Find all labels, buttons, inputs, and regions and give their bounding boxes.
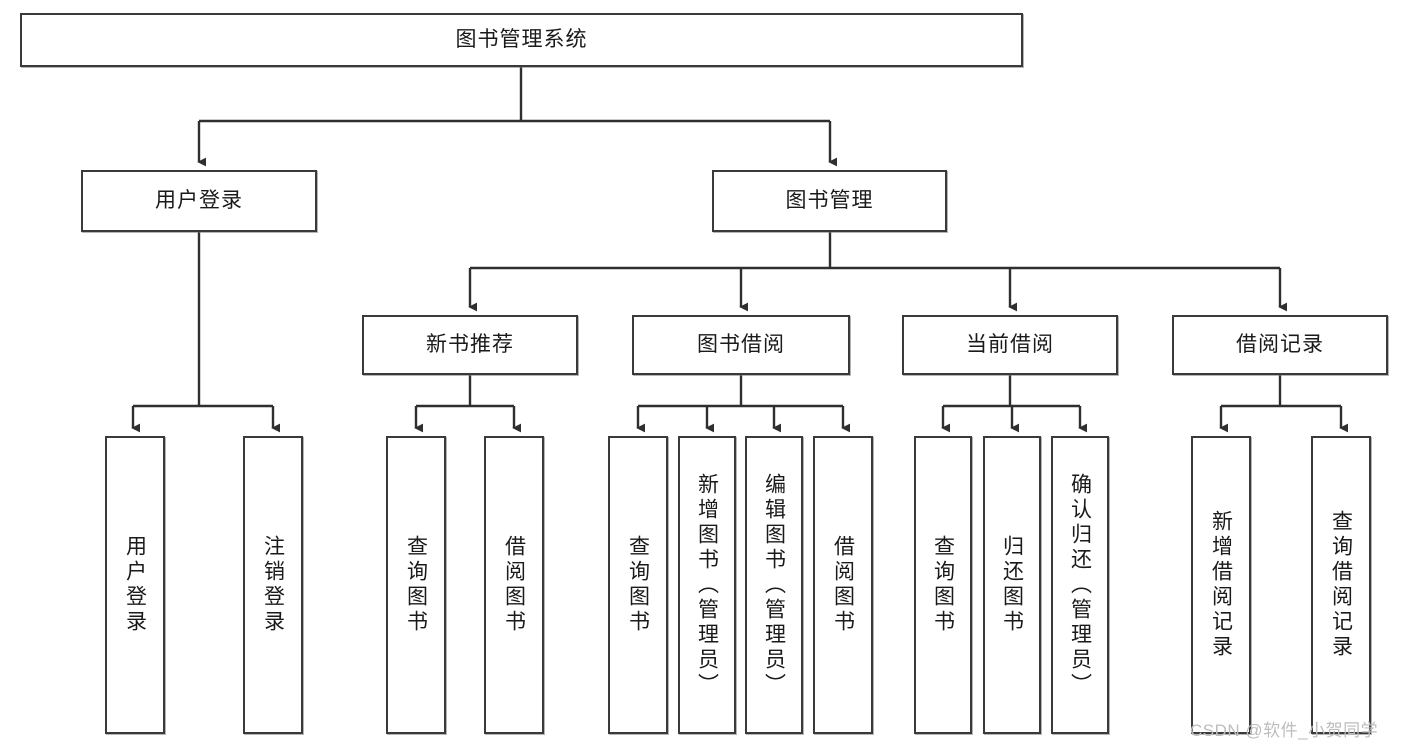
node-leaf-6[interactable]: 编辑图书（管理员） xyxy=(745,436,803,734)
node-leaf-7[interactable]: 借阅图书 xyxy=(813,436,873,734)
node-label: 借阅图书 xyxy=(831,535,855,635)
node-label: 新增图书（管理员） xyxy=(695,472,719,698)
node-label: 用户登录 xyxy=(155,188,243,212)
node-label: 借阅记录 xyxy=(1236,332,1324,356)
node-branch-1[interactable]: 图书管理 xyxy=(712,170,947,232)
node-label: 确认归还（管理员） xyxy=(1068,472,1092,698)
node-label: 注销登录 xyxy=(261,535,285,635)
node-label: 用户登录 xyxy=(123,535,147,635)
node-branch-0[interactable]: 用户登录 xyxy=(81,170,317,232)
node-leaf-3[interactable]: 借阅图书 xyxy=(484,436,544,734)
node-label: 借阅图书 xyxy=(502,535,526,635)
node-branch-3[interactable]: 借阅记录 xyxy=(1172,315,1388,375)
node-leaf-10[interactable]: 确认归还（管理员） xyxy=(1051,436,1109,734)
node-label: 新书推荐 xyxy=(426,332,514,356)
node-label: 当前借阅 xyxy=(966,332,1054,356)
node-label: 查询图书 xyxy=(404,535,428,635)
node-root-label: 图书管理系统 xyxy=(455,27,588,51)
csdn-watermark: CSDN @软件_小贺同学 xyxy=(1190,721,1379,740)
node-label: 图书借阅 xyxy=(697,332,785,356)
node-leaf-5[interactable]: 新增图书（管理员） xyxy=(678,436,736,734)
node-label: 图书管理 xyxy=(785,188,874,212)
node-leaf-2[interactable]: 查询图书 xyxy=(386,436,446,734)
node-branch-1[interactable]: 图书借阅 xyxy=(632,315,850,375)
node-leaf-0[interactable]: 用户登录 xyxy=(105,436,165,734)
node-leaf-4[interactable]: 查询图书 xyxy=(608,436,668,734)
node-label: 查询图书 xyxy=(931,535,955,635)
node-leaf-12[interactable]: 查询借阅记录 xyxy=(1311,436,1371,734)
node-root[interactable]: 图书管理系统 xyxy=(20,13,1023,67)
node-label: 新增借阅记录 xyxy=(1209,510,1233,660)
node-branch-2[interactable]: 当前借阅 xyxy=(902,315,1118,375)
node-leaf-1[interactable]: 注销登录 xyxy=(243,436,303,734)
node-label: 查询借阅记录 xyxy=(1329,510,1353,660)
node-label: 查询图书 xyxy=(626,535,650,635)
node-leaf-11[interactable]: 新增借阅记录 xyxy=(1191,436,1251,734)
node-label: 归还图书 xyxy=(1000,535,1024,635)
node-leaf-9[interactable]: 归还图书 xyxy=(983,436,1041,734)
node-label: 编辑图书（管理员） xyxy=(762,472,786,698)
node-leaf-8[interactable]: 查询图书 xyxy=(914,436,972,734)
node-branch-0[interactable]: 新书推荐 xyxy=(362,315,578,375)
